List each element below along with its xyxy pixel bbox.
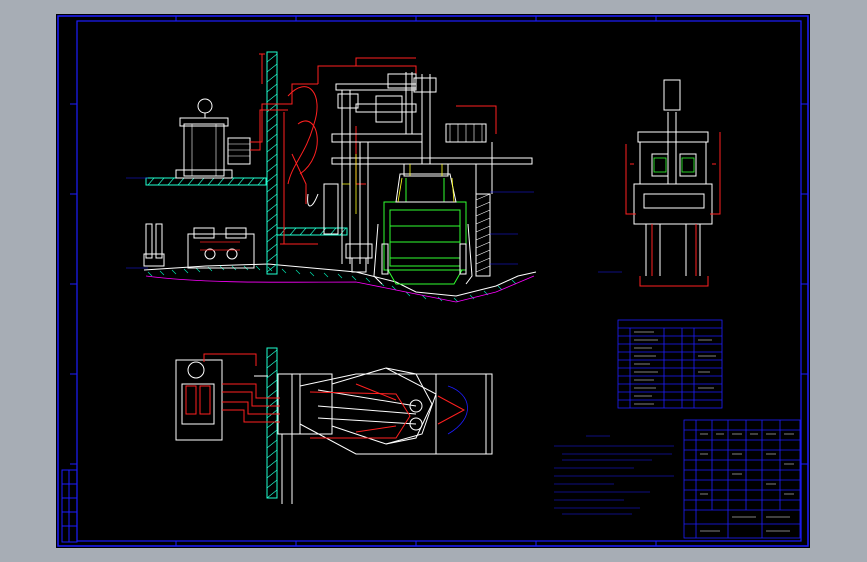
pit-wall-hatch [475, 193, 491, 273]
drawing-sheet [56, 14, 810, 548]
hoist-frame [307, 72, 533, 273]
furnace-shell [373, 223, 473, 285]
side-view [598, 79, 721, 287]
pipework [250, 53, 497, 245]
title-block [683, 419, 801, 539]
parts-list-table [617, 319, 723, 409]
lining-lines [342, 154, 455, 214]
cylinder-rack [143, 223, 255, 269]
plan-view [175, 347, 493, 504]
technical-notes [554, 435, 674, 515]
furnace-elevation-view [126, 51, 537, 303]
drawing-frame [57, 15, 809, 547]
crane-arms [299, 367, 493, 455]
drawing-canvas [57, 15, 809, 547]
leader-lines [126, 177, 534, 269]
furnace-lid [395, 74, 457, 203]
wall-column-hatch [266, 53, 278, 273]
